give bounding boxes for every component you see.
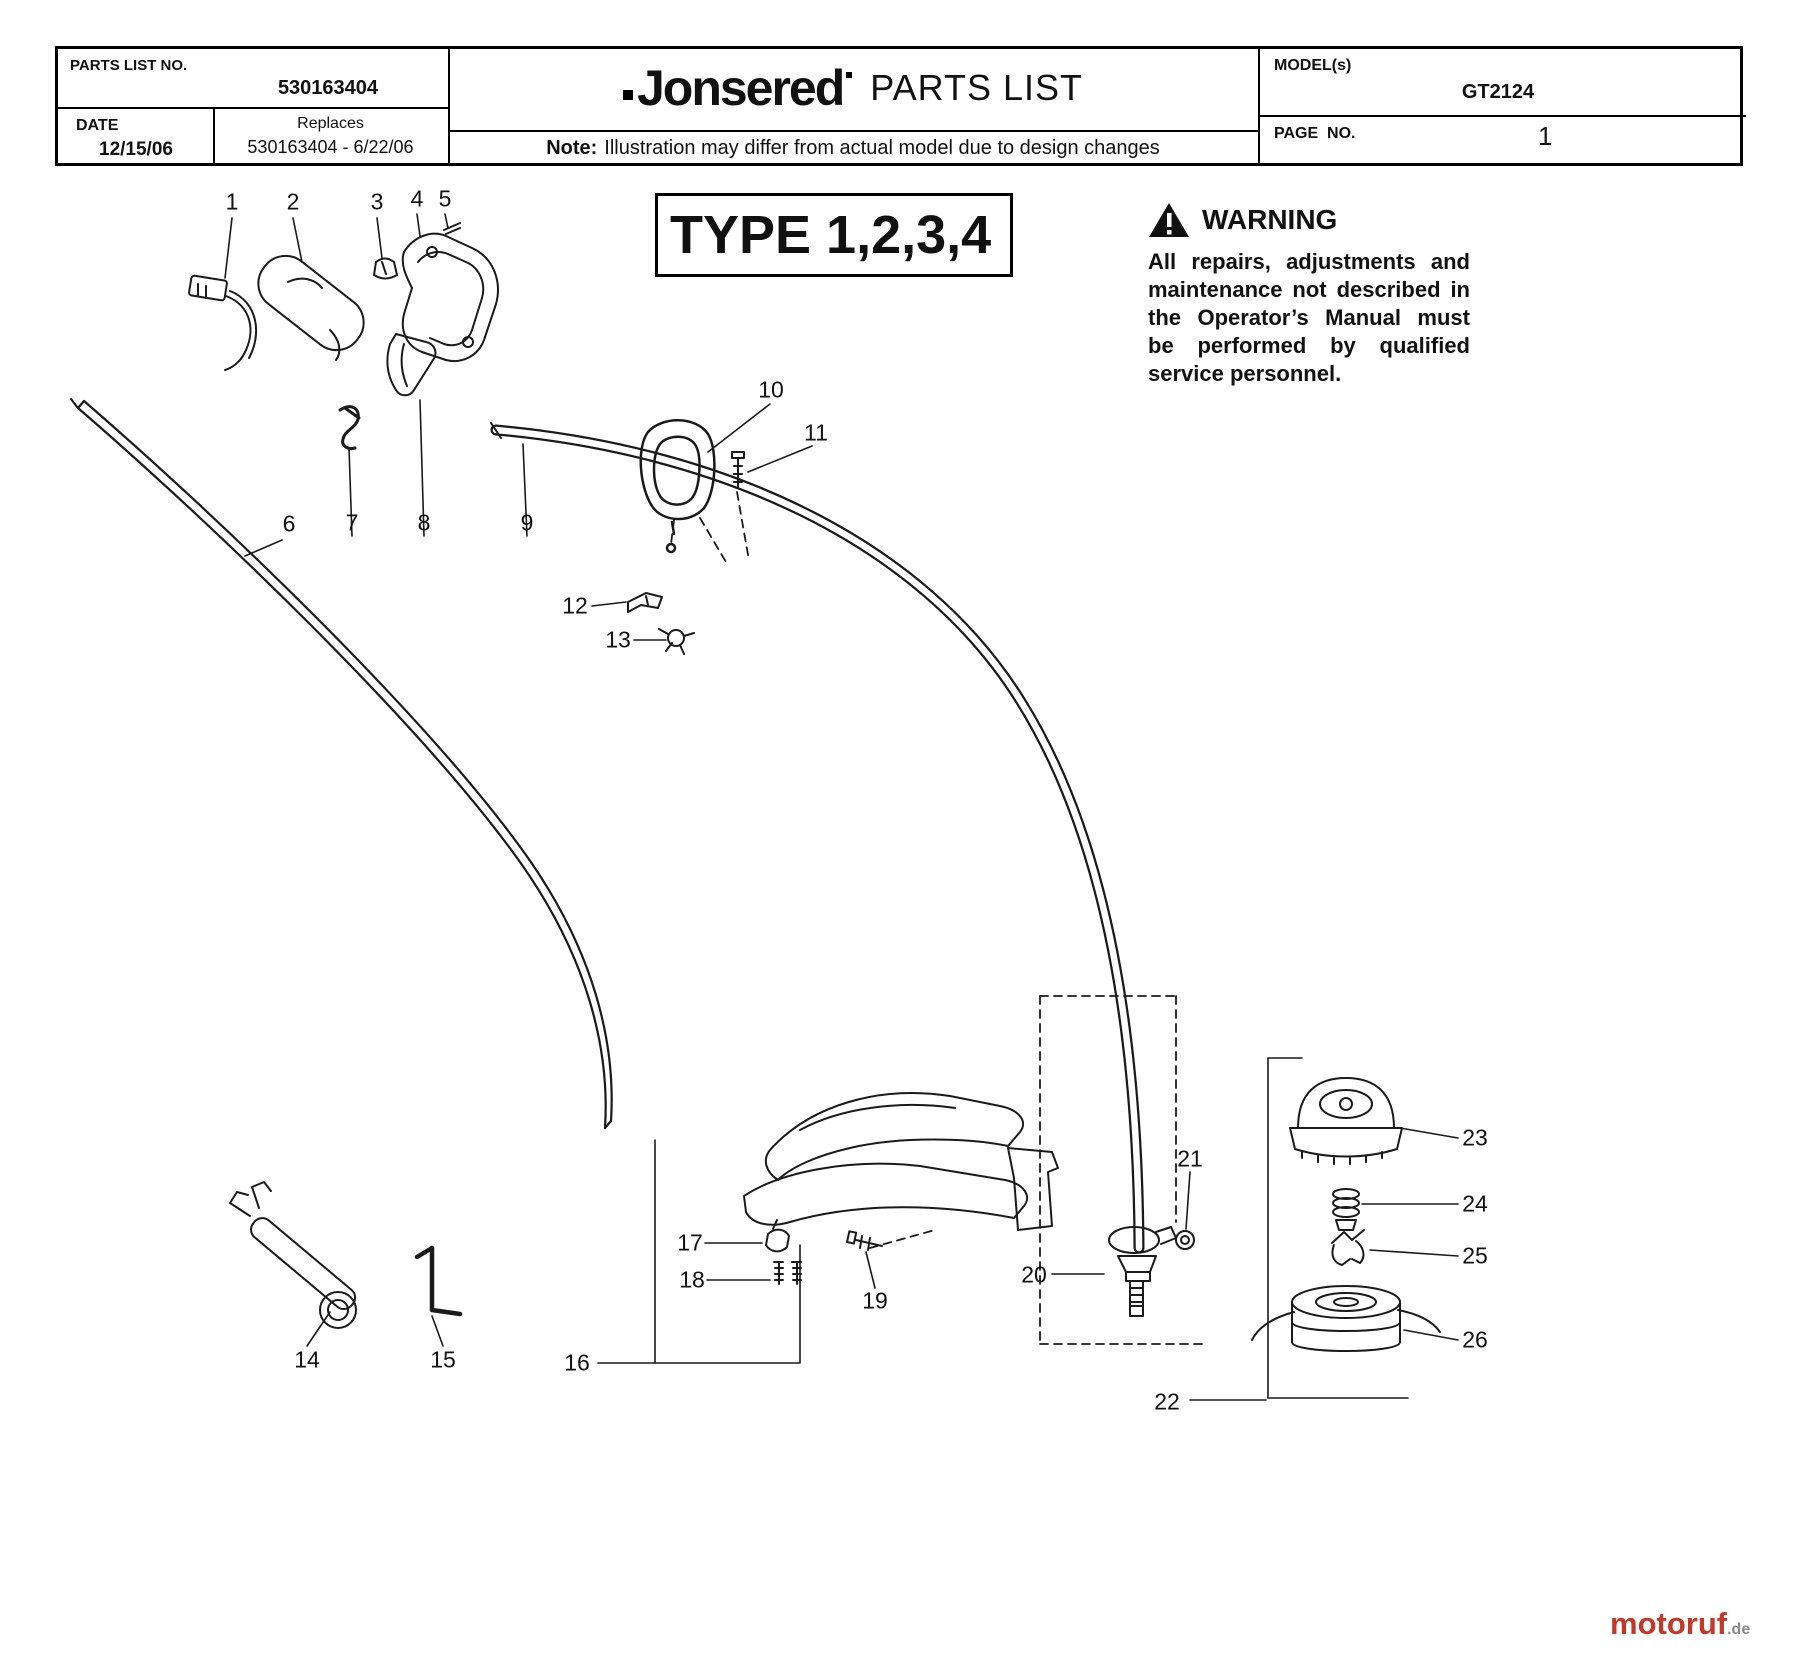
note-row: Note: Illustration may differ from actua… [448,130,1258,166]
warning-block: WARNING All repairs, adjustments and mai… [1148,202,1470,388]
callout-24: 24 [1462,1190,1488,1217]
wire-connector [188,274,257,371]
shaft-clamp-nut [1108,1226,1177,1317]
replaces-value: 530163404 - 6/22/06 [247,137,414,157]
drive-cable [69,397,613,1130]
replaces-label: Replaces [297,115,364,132]
parts-list-title: PARTS LIST [870,67,1084,108]
type-box: TYPE 1,2,3,4 [655,193,1013,277]
wing-nut [658,628,695,655]
callout-18: 18 [679,1266,705,1293]
model-value: GT2124 [1461,81,1535,103]
note-label: Note: [546,136,598,159]
callout-25: 25 [1462,1242,1488,1269]
screw [846,1230,883,1251]
leader-lines [224,213,1459,1401]
warning-triangle-icon [1149,203,1189,237]
spool-clip [1331,1229,1365,1266]
callout-4: 4 [410,185,424,212]
brand-row: Jonsered PARTS LIST [448,49,1258,127]
date-value: 12/15/06 [99,139,173,160]
callout-17: 17 [677,1229,703,1256]
divider [1258,115,1746,117]
throttle-trigger [386,333,437,397]
callout-16: 16 [564,1349,590,1376]
callout-20: 20 [1021,1261,1047,1288]
warning-body: All repairs, adjustments and maintenance… [1148,249,1470,386]
parts-list-no-value: 530163404 [277,77,379,99]
logo-mark [846,72,853,78]
date-label: DATE [76,117,119,134]
switch-piece [373,257,398,280]
callout-22: 22 [1154,1388,1180,1415]
callout-10: 10 [758,376,784,403]
callout-8: 8 [417,509,431,536]
callout-13: 13 [605,626,631,653]
handle-housing [401,222,499,362]
models-label: MODEL(s) [1274,57,1352,74]
guard-screws [773,1261,802,1285]
header-table: PARTS LIST NO. 530163404 DATE 12/15/06 R… [55,46,1746,166]
washer-nut [1175,1230,1195,1250]
wrench [229,1181,357,1329]
dashed-reference-lines [670,491,1209,1345]
retainer-clip [338,405,361,450]
divider [448,130,1258,132]
page-number: 1 [1538,121,1553,151]
watermark-tld: .de [1727,1621,1751,1638]
hex-key [414,1245,463,1317]
callout-1: 1 [225,188,239,215]
callout-23: 23 [1462,1124,1488,1151]
clamp-piece [765,1219,790,1253]
callout-11: 11 [804,419,828,446]
logo-dot [622,90,633,100]
callout-26: 26 [1462,1326,1488,1353]
brand-logo: Jonsered [622,59,853,117]
divider [213,107,215,163]
page-label: PAGE NO. [1274,125,1356,142]
parts-list-no-label: PARTS LIST NO. [70,57,188,74]
callout-5: 5 [438,185,452,212]
callout-6: 6 [282,510,296,537]
warning-header: WARNING [1148,202,1470,238]
brand-text: Jonsered [636,60,845,116]
line-spool [1251,1285,1441,1352]
assembly-box [1267,1057,1409,1399]
cable-bracket [627,592,663,613]
guard-shield [654,1092,1059,1364]
callout-7: 7 [345,509,359,536]
callout-3: 3 [370,188,384,215]
callout-15: 15 [430,1346,456,1373]
watermark: motoruf .de [1610,1606,1750,1642]
bump-knob-cover [1289,1077,1403,1165]
divider [1258,49,1260,163]
handle-screw [731,451,745,489]
callout-21: 21 [1177,1145,1203,1172]
callout-12: 12 [562,592,588,619]
handle-grip-half [257,254,365,361]
loop-handle [639,419,716,554]
callout-2: 2 [286,188,300,215]
warning-title: WARNING [1202,204,1338,235]
watermark-name: motoruf [1610,1606,1728,1641]
shaft-tube [490,422,1145,1254]
note-text: Illustration may differ from actual mode… [604,136,1160,159]
spring [1332,1188,1360,1231]
callout-9: 9 [520,509,534,536]
callout-19: 19 [862,1287,888,1314]
divider [448,49,450,163]
callout-14: 14 [294,1346,320,1373]
divider [58,107,448,109]
